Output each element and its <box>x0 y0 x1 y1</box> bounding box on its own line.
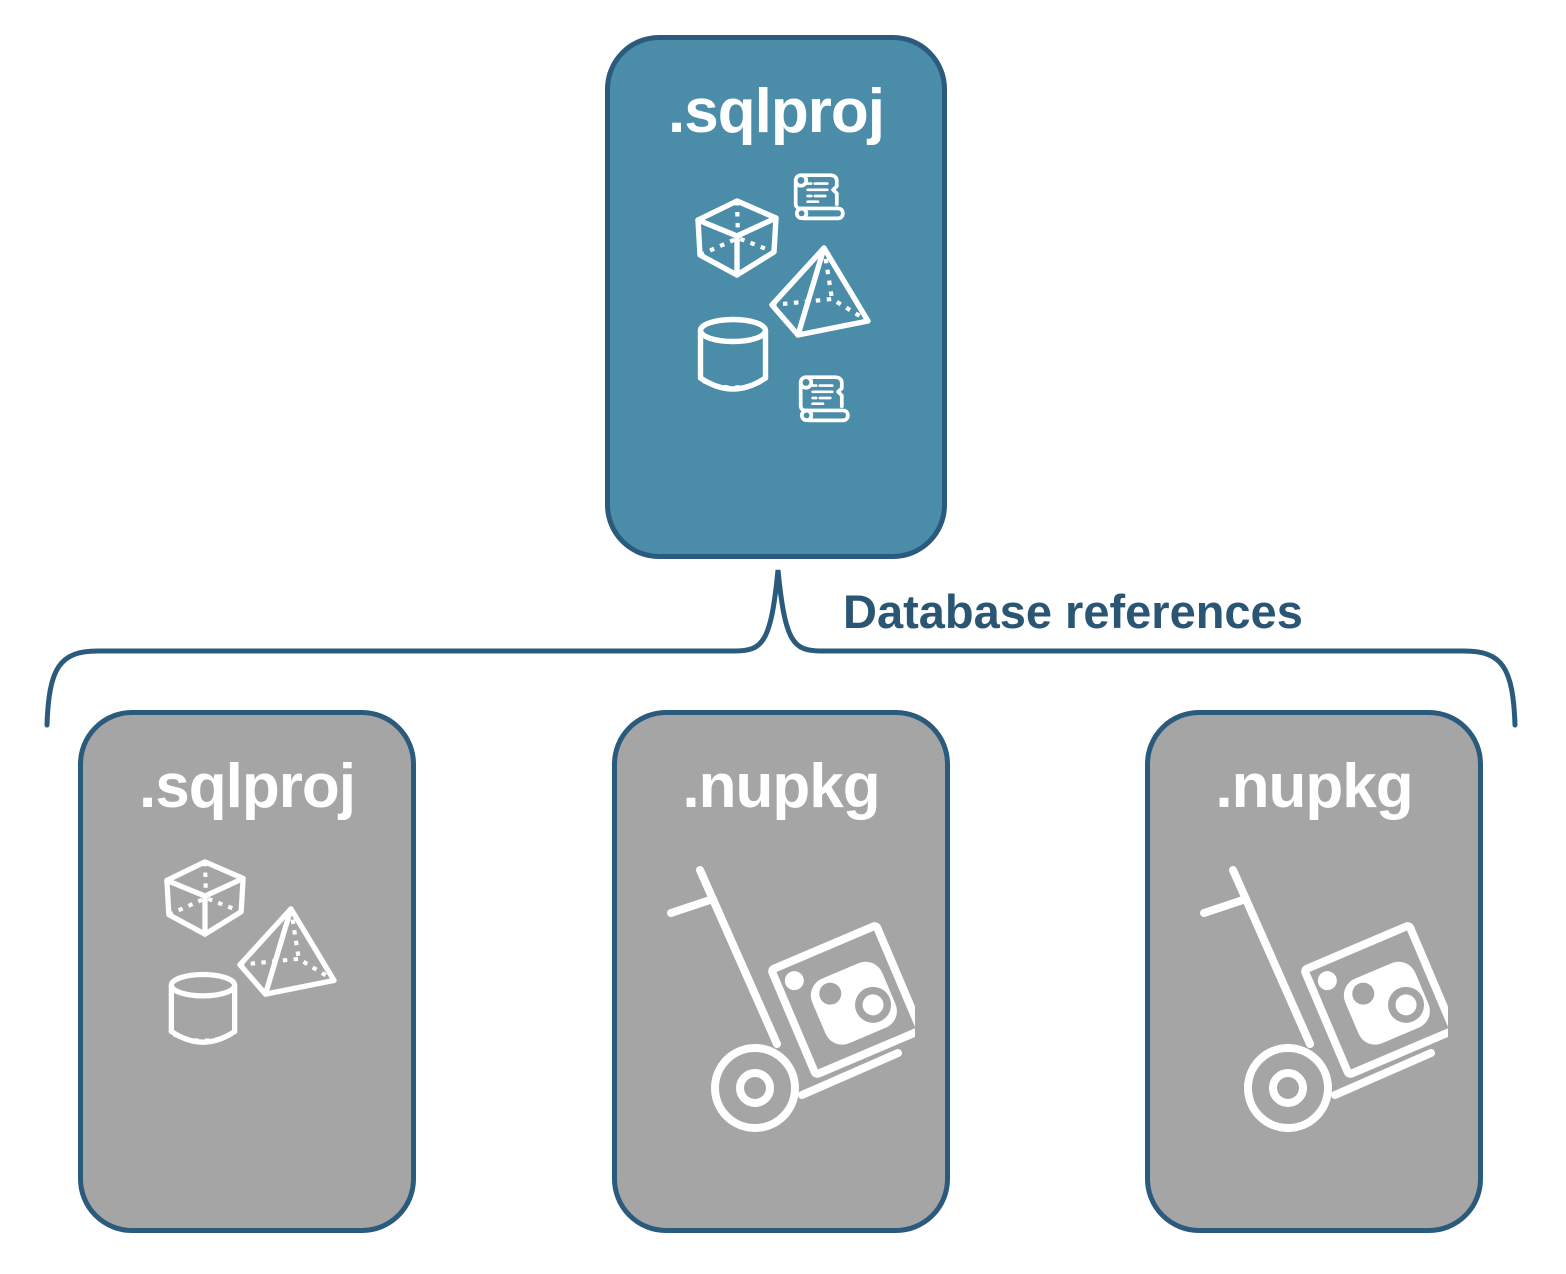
node-root-sqlproj: .sqlproj <box>605 35 947 559</box>
node-title: .nupkg <box>1215 752 1413 821</box>
pyramid-icon <box>768 243 872 341</box>
node-child-nupkg-2: .nupkg <box>1145 710 1483 1233</box>
pyramid-icon <box>236 904 338 1000</box>
cylinder-icon <box>166 970 240 1052</box>
node-child-sqlproj: .sqlproj <box>78 710 416 1233</box>
node-title: .sqlproj <box>139 752 356 821</box>
node-title: .nupkg <box>682 752 880 821</box>
scroll-icon <box>795 370 853 426</box>
edge-label: Database references <box>843 585 1303 638</box>
cylinder-icon <box>695 315 771 399</box>
brace-connector <box>44 569 1518 728</box>
handtruck-package-icon <box>1196 852 1448 1137</box>
node-title: .sqlproj <box>668 77 885 146</box>
node-child-nupkg-1: .nupkg <box>612 710 950 1233</box>
handtruck-package-icon <box>663 852 915 1137</box>
scroll-icon <box>790 168 848 224</box>
